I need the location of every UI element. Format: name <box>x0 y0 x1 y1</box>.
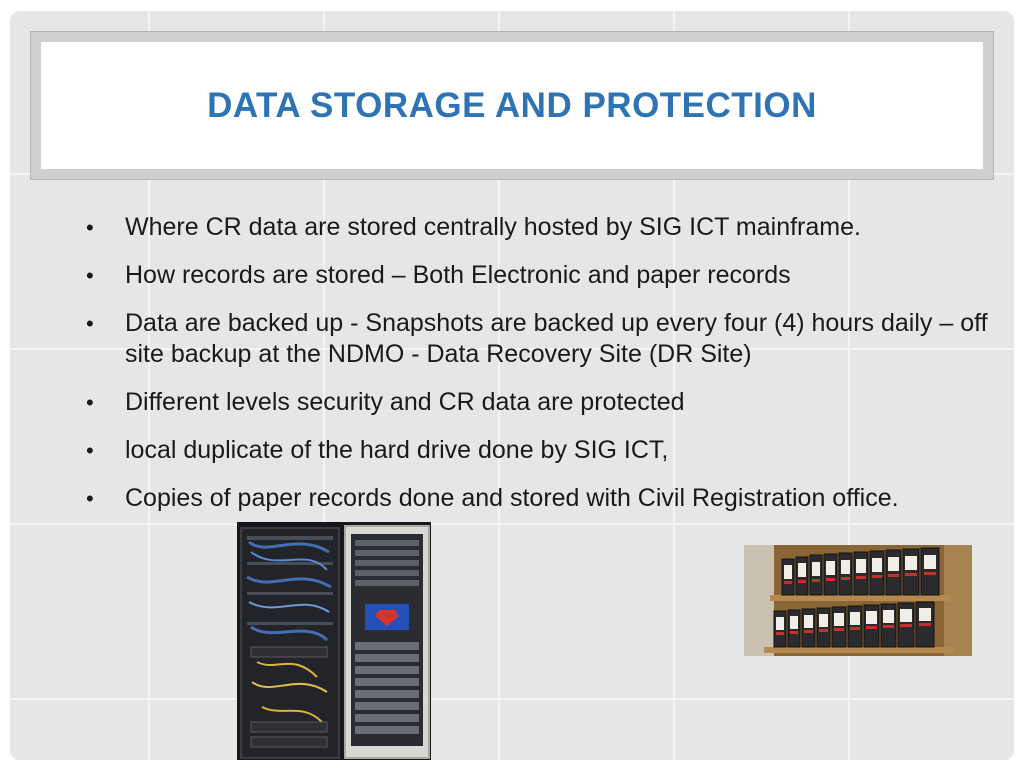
bullet-text: Where CR data are stored centrally hoste… <box>125 213 861 241</box>
bullet-dot: • <box>86 438 94 463</box>
bullet-text: Data are backed up - Snapshots are backe… <box>125 309 988 368</box>
bullet-item: • Copies of paper records done and stored… <box>84 483 994 514</box>
slide: DATA STORAGE AND PROTECTION • Where CR da… <box>10 11 1014 760</box>
bullet-item: • local duplicate of the hard drive done … <box>84 435 994 466</box>
bullet-item: • How records are stored – Both Electroni… <box>84 260 994 291</box>
bullet-dot: • <box>86 390 94 415</box>
bullet-dot: • <box>86 263 94 288</box>
title-frame: DATA STORAGE AND PROTECTION <box>30 31 994 180</box>
slide-title: DATA STORAGE AND PROTECTION <box>207 85 817 125</box>
server-racks-photo <box>237 522 431 760</box>
bullet-text: Copies of paper records done and stored … <box>125 484 899 512</box>
bullet-dot: • <box>86 311 94 336</box>
bullet-text: How records are stored – Both Electronic… <box>125 261 791 289</box>
bullet-dot: • <box>86 215 94 240</box>
title-box: DATA STORAGE AND PROTECTION <box>41 42 983 169</box>
bullet-list: • Where CR data are stored centrally host… <box>84 212 994 531</box>
bullet-dot: • <box>86 486 94 511</box>
bullet-text: local duplicate of the hard drive done b… <box>125 436 669 464</box>
bullet-item: • Data are backed up - Snapshots are back… <box>84 308 994 370</box>
bullet-text: Different levels security and CR data ar… <box>125 388 685 416</box>
paper-record-binders-photo <box>744 545 972 656</box>
bullet-item: • Where CR data are stored centrally host… <box>84 212 994 243</box>
bullet-item: • Different levels security and CR data a… <box>84 387 994 418</box>
